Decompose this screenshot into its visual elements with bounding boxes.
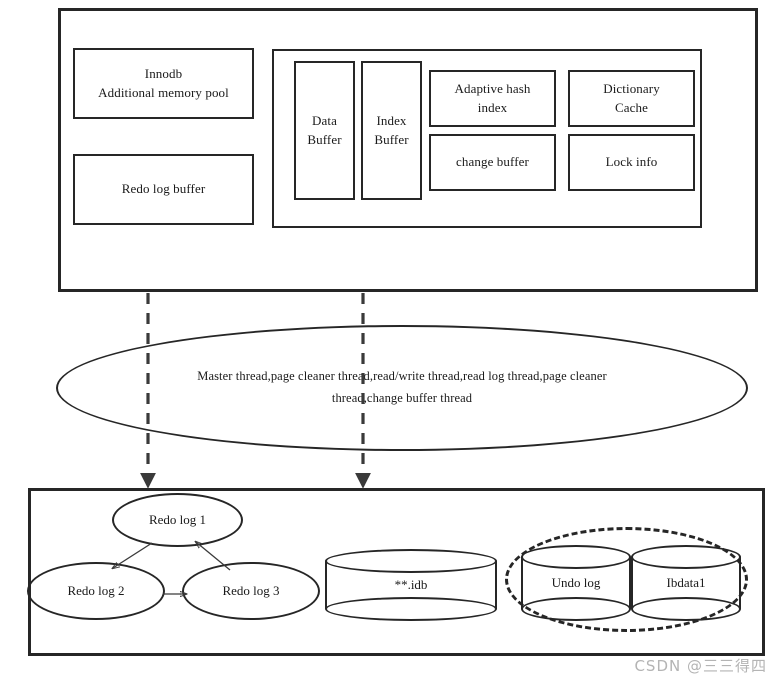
block-label: Dictionary Cache: [603, 80, 660, 115]
cylinder-label: Undo log: [551, 575, 601, 590]
block-dictionary-cache: Dictionary Cache: [568, 70, 695, 127]
shared-tablespace-dashed-group: [505, 527, 748, 632]
ellipse-label: Redo log 1: [148, 512, 207, 527]
buffer-pool-container: [272, 49, 702, 228]
block-innodb-additional-memory-pool: Innodb Additional memory pool: [73, 48, 254, 119]
block-label: Lock info: [605, 154, 658, 170]
block-label: Redo log buffer: [121, 181, 206, 197]
block-redo-log-buffer: Redo log buffer: [73, 154, 254, 225]
thread-ellipse-label: Master thread,page cleaner thread,read/w…: [197, 369, 607, 405]
cylinder-label: **.idb: [394, 577, 428, 592]
cylinder-bottom-ellipse: [325, 597, 497, 621]
block-label: Innodb Additional memory pool: [98, 65, 229, 100]
block-label: Index Buffer: [374, 112, 409, 147]
block-label: change buffer: [456, 154, 529, 170]
ellipse-redo-log-2: Redo log 2: [27, 562, 165, 620]
block-data-buffer: Data Buffer: [294, 61, 355, 200]
thread-ellipse: Master thread,page cleaner thread,read/w…: [56, 325, 748, 451]
csdn-watermark: CSDN @三三得四: [634, 657, 767, 675]
block-label: Data Buffer: [307, 112, 342, 147]
block-lock-info: Lock info: [568, 134, 695, 191]
ellipse-redo-log-3: Redo log 3: [182, 562, 320, 620]
block-label: Adaptive hash index: [454, 80, 531, 115]
memory-region-container: [58, 8, 758, 292]
storage-region-container: [28, 488, 765, 656]
ellipse-label: Redo log 3: [222, 583, 280, 598]
ellipse-redo-log-1: Redo log 1: [112, 493, 243, 547]
block-adaptive-hash-index: Adaptive hash index: [429, 70, 556, 127]
ellipse-label: Redo log 2: [67, 583, 125, 598]
cylinder-idb-file: **.idb: [325, 549, 497, 621]
cylinder-label: Ibdata1: [666, 575, 706, 590]
block-index-buffer: Index Buffer: [361, 61, 422, 200]
cylinder-top-ellipse: [325, 549, 497, 573]
block-change-buffer: change buffer: [429, 134, 556, 191]
